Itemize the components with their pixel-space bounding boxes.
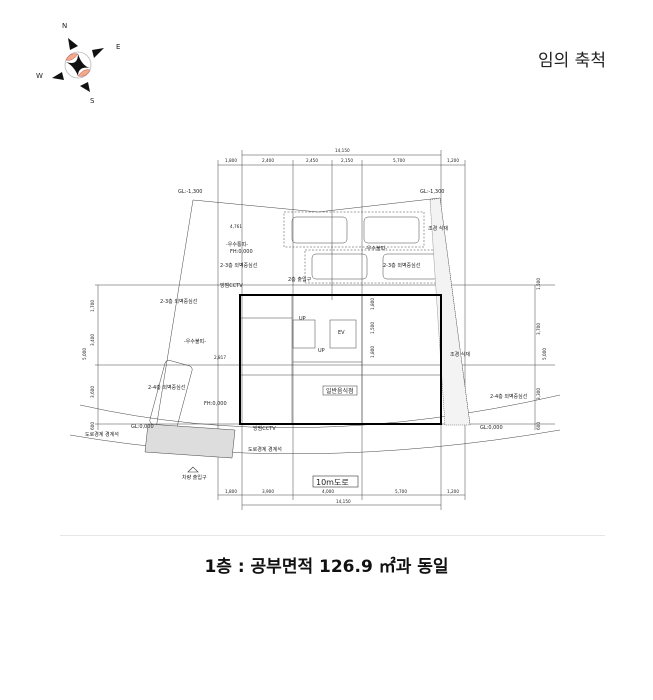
- label-up: UP: [299, 316, 306, 322]
- dim-bottom: 3,900: [262, 489, 274, 494]
- dim-left: 5,000: [82, 348, 87, 360]
- building-outline: [239, 294, 442, 425]
- compass-n: N: [62, 22, 67, 30]
- dim-right: 3,300: [536, 388, 541, 400]
- room-label: 일반음식점: [326, 387, 354, 395]
- label-gl: GL:0,000: [131, 424, 154, 430]
- label-landscape: 조경 식재: [428, 225, 448, 232]
- divider: [60, 535, 605, 536]
- label-up: UP: [318, 348, 325, 354]
- compass-e: E: [116, 43, 120, 51]
- label-rain: -우수불띠-: [365, 245, 387, 252]
- label-cctv: 방범CCTV: [220, 282, 243, 289]
- label-wall: 2-4층 외벽중심선: [490, 393, 528, 400]
- label-elevator: EV: [338, 330, 345, 336]
- label-car-entrance: 차량 출입구: [182, 474, 207, 481]
- dim-top: 2,400: [262, 158, 274, 163]
- floor-plan: N E S W 14,150: [36, 22, 561, 510]
- entrance-arrow-icon: [187, 466, 199, 473]
- label-fh: FH:0,000: [204, 401, 227, 407]
- dim-right: 600: [536, 422, 541, 430]
- label-curb: 도로경계 경계석: [248, 446, 282, 453]
- label-curb: 도로경계 경계석: [85, 431, 119, 438]
- dim-inner: 1,800: [370, 346, 375, 358]
- dim-top: 5,700: [393, 158, 405, 163]
- dim-top: 2,450: [306, 158, 318, 163]
- dim-top: 2,150: [341, 158, 353, 163]
- label-gl: GL:0,000: [480, 425, 503, 431]
- dim-bottom: 1,200: [447, 489, 459, 494]
- compass-icon: N E S W: [36, 22, 120, 105]
- compass-w: W: [36, 72, 43, 80]
- road-label: 10m도로: [316, 478, 349, 487]
- dim-bottom: 1,800: [225, 489, 237, 494]
- dim-left: 1,700: [90, 300, 95, 312]
- compass-s: S: [90, 97, 95, 105]
- dim-inner: 1,800: [370, 298, 375, 310]
- scale-note: 임의 축척: [538, 51, 606, 71]
- dim-bottom: 4,000: [322, 489, 334, 494]
- floor-caption: 1층 : 공부면적 126.9 ㎡과 동일: [204, 557, 449, 577]
- label-wall: 2-3층 외벽중심선: [160, 298, 198, 305]
- dim-left: 600: [90, 422, 95, 430]
- dim-bottom: 5,700: [395, 489, 407, 494]
- dim-top-total: 14,150: [335, 148, 350, 153]
- dim-right: 5,000: [542, 348, 547, 360]
- label-cctv: 방범CCTV: [253, 425, 276, 432]
- dim-left: 3,600: [90, 386, 95, 398]
- dim-offset: 4,761: [230, 224, 242, 229]
- dim-bottom-total: 14,150: [336, 499, 351, 504]
- label-landscape: 조경 식재: [450, 351, 470, 358]
- label-rain: -우수통띠-: [226, 241, 248, 248]
- dim-offset: 2,817: [214, 355, 226, 360]
- dim-right: 1,500: [536, 278, 541, 290]
- label-gl: GL:-1,300: [178, 189, 202, 195]
- label-entrance: 2층 출입구: [288, 276, 312, 283]
- label-fh: FH:0,000: [230, 249, 253, 255]
- dim-top: 1,800: [225, 158, 237, 163]
- label-wall: 2-3층 외벽중심선: [220, 262, 258, 269]
- label-wall: 2-3층 외벽중심선: [383, 262, 421, 269]
- dim-inner: 1,500: [370, 322, 375, 334]
- label-gl: GL:-1,300: [420, 189, 444, 195]
- dim-left: 3,400: [90, 334, 95, 346]
- dim-right: 3,700: [536, 323, 541, 335]
- dim-top: 1,200: [447, 158, 459, 163]
- label-rain: -우수불띠-: [184, 338, 206, 345]
- label-wall: 2-4층 외벽중심선: [148, 384, 186, 391]
